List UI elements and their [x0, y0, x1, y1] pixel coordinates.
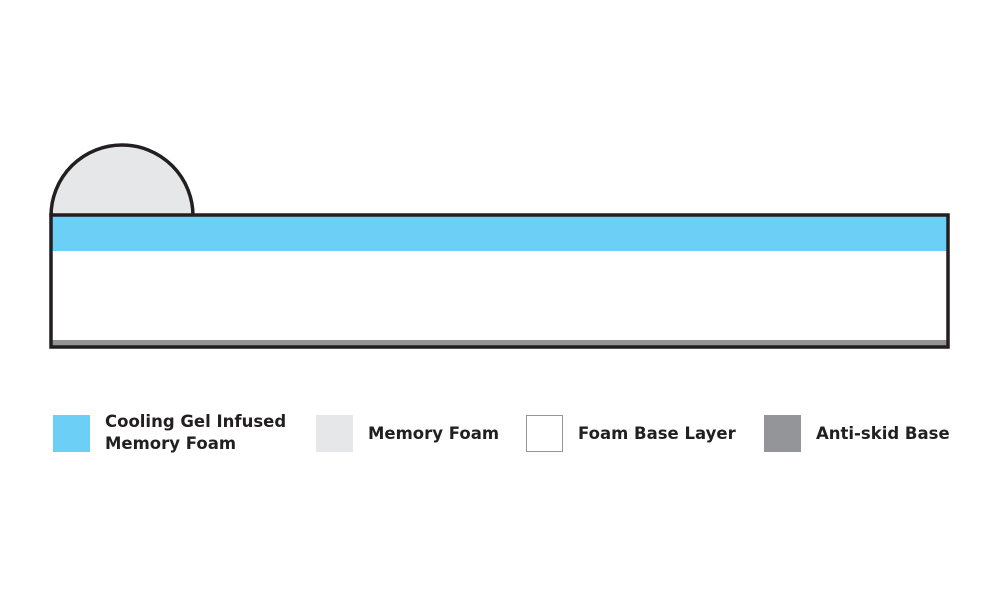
legend-swatch-cooling-gel: [53, 414, 90, 452]
mattress-outline: [49, 213, 950, 349]
legend-item-cooling-gel: Cooling Gel Infused Memory Foam: [53, 411, 286, 455]
legend-item-memory-foam: Memory Foam: [316, 415, 499, 452]
legend-label-foam-base: Foam Base Layer: [578, 423, 736, 443]
legend-item-anti-skid: Anti-skid Base: [764, 415, 950, 452]
legend-label-cooling-gel: Cooling Gel Infused Memory Foam: [105, 412, 287, 453]
legend-item-foam-base: Foam Base Layer: [526, 415, 736, 452]
legend-swatch-anti-skid: [764, 415, 801, 452]
memory-foam-pillow: [49, 143, 195, 218]
legend-swatch-memory-foam: [316, 415, 353, 452]
anti-skid-base-layer: [51, 340, 948, 347]
legend-swatch-foam-base: [526, 415, 563, 452]
cooling-gel-layer: [51, 215, 948, 251]
legend-label-memory-foam: Memory Foam: [368, 423, 500, 443]
legend-label-anti-skid: Anti-skid Base: [816, 423, 950, 443]
